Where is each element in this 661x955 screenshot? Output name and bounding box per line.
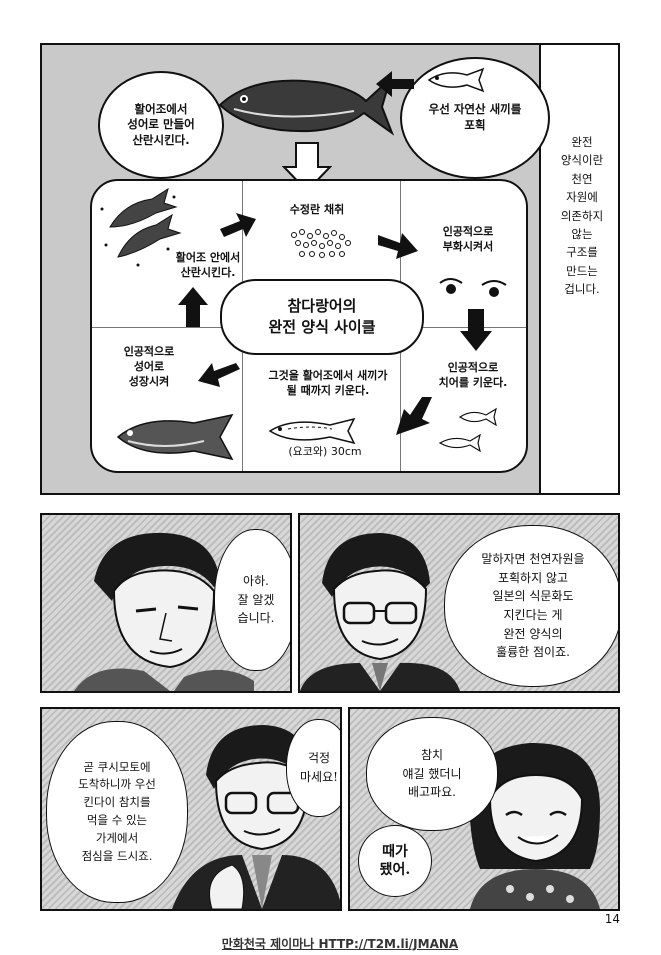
cycle-center-label: 참다랑어의 완전 양식 사이클 (268, 297, 376, 336)
speech-bubble-spawn-adult: 활어조에서 성어로 만들어 산란시킨다. (98, 71, 224, 179)
larvae-illustration (439, 278, 507, 297)
step-raise-juvenile: 그것을 활어조에서 새끼가 될 때까지 키운다. (268, 369, 388, 397)
side-narration-text: 완전 양식이란 천연 자원에 의존하지 않는 구조를 만드는 겁니다. (560, 135, 604, 297)
fry-illustration (438, 407, 497, 453)
handwritten-speech-bubble: 때가 됐어. (358, 825, 432, 897)
man-glasses-illustration (300, 533, 460, 691)
tuna-illustration-top (218, 75, 394, 136)
page-number: 14 (604, 912, 620, 926)
step-raise-fry: 인공적으로 치어를 키운다. (438, 361, 508, 389)
diagram-panel: 완전 양식이란 천연 자원에 의존하지 않는 구조를 만드는 겁니다. 활어조에… (40, 43, 620, 495)
arrow-up-icon (178, 287, 208, 327)
speech-bubble-lunch-suggestion: 곧 쿠시모토에 도착하니까 우선 킨다이 참치를 먹을 수 있는 가게에서 점심… (46, 721, 188, 903)
arrow-down-icon (460, 309, 492, 351)
woman-face-illustration (468, 742, 600, 909)
step-spawn-tank: 활어조 안에서 산란시킨다. (175, 251, 241, 279)
cycle-diagram-card: 참다랑어의 완전 양식 사이클 수정란 채취 인공적으로 부화시켜서 인공적으로… (90, 179, 528, 473)
speech-bubble-understood: 아하. 잘 알겠 습니다. (214, 529, 290, 671)
speech-bubble-dont-worry: 걱정 마세요! (286, 719, 340, 817)
watermark-text: 만화천국 제이마나 HTTP://T2M.li/JMANA (221, 937, 459, 951)
man-glasses-chest-illustration (172, 725, 340, 909)
speech-bubble-explanation: 말하자면 천연자원을 포획하지 않고 일본의 식문화도 지킨다는 게 완전 양식… (444, 525, 618, 687)
speech-bubble-hungry: 참치 얘길 했더니 배고파요. (366, 717, 498, 831)
adult-tuna-illustration (116, 413, 234, 461)
step-hatch: 인공적으로 부화시켜서 (442, 225, 494, 253)
panel-man-nodding: 아하. 잘 알겠 습니다. (40, 513, 292, 693)
panel-man-glasses-explaining: 말하자면 천연자원을 포획하지 않고 일본의 식문화도 지킨다는 게 완전 양식… (298, 513, 620, 693)
panel-man-glasses-suggesting: 곧 쿠시모토에 도착하니까 우선 킨다이 참치를 먹을 수 있는 가게에서 점심… (40, 707, 342, 911)
juvenile-fish-illustration (268, 417, 356, 445)
man-face-illustration (74, 532, 254, 691)
side-narration-box: 완전 양식이란 천연 자원에 의존하지 않는 구조를 만드는 겁니다. (539, 45, 618, 493)
spawning-fish-illustration (100, 187, 182, 267)
arrow-left-icon (376, 71, 414, 97)
arrow-left-icon (198, 363, 240, 387)
arrow-down-right-icon (378, 233, 418, 259)
step-grow-adult: 인공적으로 성어로 성장시켜 (123, 345, 175, 388)
juvenile-size-label: (요코와) 30cm (288, 445, 362, 458)
step-collect-eggs: 수정란 채취 (289, 203, 345, 216)
small-fish-icon (427, 67, 485, 93)
panel-woman-hungry: 참치 얘길 했더니 배고파요. 때가 됐어. (348, 707, 620, 911)
arrow-right-icon (220, 213, 256, 237)
arrow-down-left-icon (396, 397, 432, 435)
cycle-center-label-box: 참다랑어의 완전 양식 사이클 (220, 279, 424, 355)
eggs-illustration (291, 229, 351, 258)
